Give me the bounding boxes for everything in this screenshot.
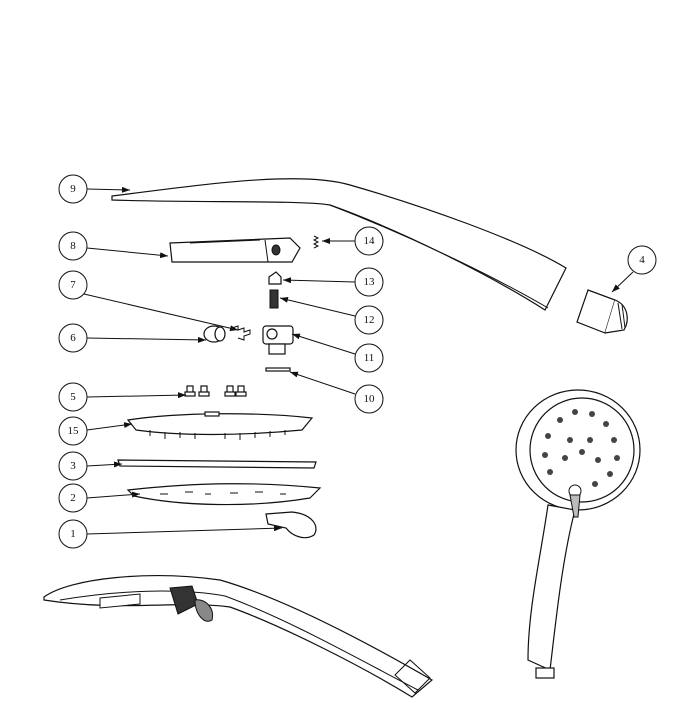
part-13-cap [268,271,282,285]
svg-text:14: 14 [364,235,376,247]
callout-10: 10 [354,384,384,414]
part-5-pins [184,385,247,397]
svg-text:15: 15 [68,425,80,437]
part-1-selector-lever [265,511,317,539]
part-12-pin [269,289,279,309]
svg-text:11: 11 [364,352,375,364]
svg-text:7: 7 [70,279,76,291]
leader-lines [83,186,634,535]
part-11-valve-body [262,325,294,355]
callout-15: 15 [58,416,88,446]
callout-12: 12 [354,305,384,335]
part-9-handle-shell [111,178,567,311]
callout-2: 2 [58,483,88,513]
svg-text:9: 9 [70,183,76,195]
assembled-shower-head [515,389,641,679]
svg-text:2: 2 [70,492,76,504]
part-8-button-housing [169,237,301,263]
svg-text:5: 5 [70,391,76,403]
callout-6: 6 [58,323,88,353]
callout-9: 9 [58,174,88,204]
svg-text:10: 10 [364,393,376,405]
callout-8: 8 [58,231,88,261]
callout-13: 13 [354,267,384,297]
svg-text:8: 8 [70,240,76,252]
part-14-spring [312,235,320,249]
svg-text:4: 4 [639,254,645,266]
callout-5: 5 [58,382,88,412]
callout-14: 14 [354,226,384,256]
callout-3: 3 [58,451,88,481]
part-15-spray-plate [126,411,314,440]
svg-text:1: 1 [70,528,76,540]
part-2-face-plate [126,483,322,506]
part-6-slider-knob [203,325,226,343]
part-4-hose-connector [576,289,628,334]
part-10-rod [265,367,291,372]
svg-text:6: 6 [70,332,76,344]
callout-4: 4 [627,245,657,275]
callout-7: 7 [58,270,88,300]
callout-1: 1 [58,519,88,549]
part-3-gasket [117,459,317,469]
callout-11: 11 [354,343,384,373]
svg-text:3: 3 [70,460,76,472]
svg-text:13: 13 [364,276,376,288]
cross-section-view [43,575,434,698]
part-7-spring [231,325,251,341]
svg-text:12: 12 [364,314,375,326]
